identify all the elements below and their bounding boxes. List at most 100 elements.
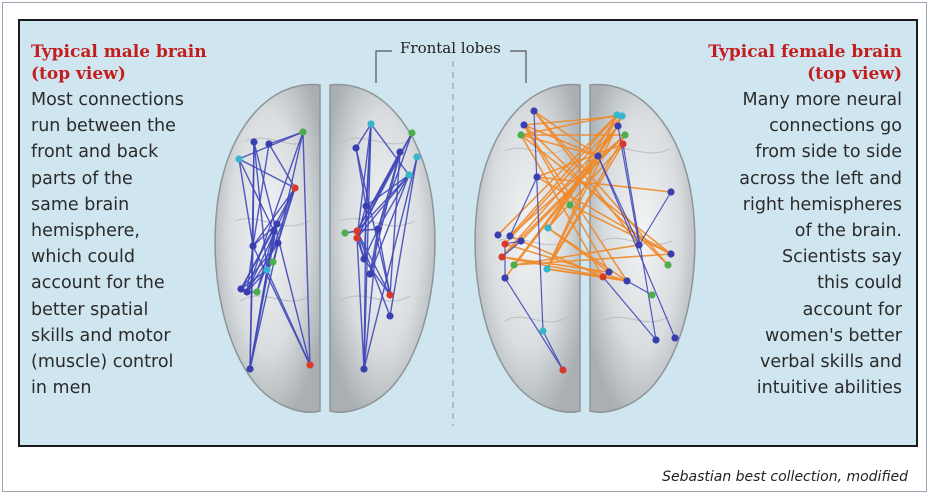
connection-node — [405, 171, 413, 179]
male-title-line1: Typical male brain — [31, 42, 207, 62]
female-line: right hemispheres — [742, 194, 902, 215]
connection-node — [299, 128, 307, 136]
intra-connection-line — [355, 123, 372, 149]
connection-node — [543, 265, 551, 273]
female-line: Many more neural — [742, 90, 902, 110]
inter-connection-line — [533, 110, 640, 246]
intra-connection-line — [249, 245, 254, 370]
frontal-lobes-label: Frontal lobes — [400, 39, 501, 57]
connection-node — [664, 261, 672, 269]
connection-node — [623, 277, 631, 285]
intra-connection-line — [369, 174, 410, 275]
intra-connection-line — [356, 237, 365, 260]
intra-connection-line — [626, 280, 653, 296]
male-description: Most connections run between the front a… — [31, 87, 231, 401]
male-line: skills and motor — [31, 325, 171, 346]
female-line: Scientists say — [781, 247, 902, 268]
connection-node — [613, 111, 621, 119]
connection-node — [539, 327, 547, 335]
intra-connection-line — [377, 174, 410, 230]
inter-connection-line — [509, 134, 626, 237]
inter-connection-line — [546, 115, 623, 270]
intra-connection-line — [542, 330, 564, 371]
connection-node — [648, 291, 656, 299]
intra-connection-line — [597, 155, 640, 246]
intra-connection-line — [238, 158, 254, 247]
connection-node — [621, 131, 629, 139]
intra-connection-line — [356, 230, 391, 296]
connection-node — [374, 225, 382, 233]
inter-connection-line — [547, 125, 619, 229]
connection-node — [263, 266, 271, 274]
male-line: (muscle) control — [31, 352, 174, 373]
connection-node — [235, 155, 243, 163]
intra-connection-line — [355, 147, 391, 296]
connection-node — [270, 227, 278, 235]
intra-connection-line — [268, 131, 304, 145]
male-line: account for the — [31, 273, 165, 294]
connection-node — [341, 229, 349, 237]
female-line: account for — [802, 299, 902, 320]
connection-node — [544, 224, 552, 232]
connection-node — [667, 188, 675, 196]
female-description: Many more neural connections go from sid… — [692, 87, 902, 401]
female-line: from side to side — [755, 142, 902, 163]
male-line: which could — [31, 247, 135, 268]
connection-node — [559, 366, 567, 374]
male-line: in men — [31, 378, 92, 399]
connection-node — [246, 365, 254, 373]
male-line: parts of the — [31, 168, 133, 189]
intra-connection-line — [252, 245, 311, 366]
connection-node — [619, 140, 627, 148]
connection-node — [501, 240, 509, 248]
connection-node — [599, 273, 607, 281]
connection-node — [352, 144, 360, 152]
image-credit: Sebastian best collection, modified — [662, 469, 908, 485]
female-line: across the left and — [739, 168, 902, 189]
connection-node — [265, 140, 273, 148]
intra-connection-line — [356, 237, 365, 370]
female-title-line2: (top view) — [807, 64, 902, 84]
intra-connection-line — [363, 123, 372, 370]
connection-node — [614, 122, 622, 130]
intra-connection-line — [249, 131, 304, 370]
connection-node — [533, 173, 541, 181]
connection-node — [366, 270, 374, 278]
intra-connection-line — [533, 110, 544, 332]
intra-connection-line — [240, 223, 278, 290]
connection-node — [671, 334, 679, 342]
connection-node — [413, 153, 421, 161]
connection-node — [530, 107, 538, 115]
inter-connection-line — [536, 176, 672, 193]
intra-connection-line — [240, 269, 268, 290]
inter-connection-line — [533, 110, 669, 266]
inter-connection-line — [546, 114, 618, 270]
connection-node — [253, 288, 261, 296]
male-title-line2: (top view) — [31, 64, 126, 84]
connection-node — [367, 120, 375, 128]
intra-connection-line — [256, 187, 296, 293]
connection-node — [635, 241, 643, 249]
female-title-line1: Typical female brain — [708, 42, 902, 62]
female-line: connections go — [769, 116, 902, 137]
intra-connection-line — [356, 174, 410, 239]
male-line: Most connections — [31, 90, 184, 110]
female-line: of the brain. — [794, 221, 902, 242]
connection-node — [353, 227, 361, 235]
female-brain-title: Typical female brain (top view) — [708, 41, 902, 85]
connection-node — [269, 258, 277, 266]
intra-connection-line — [246, 131, 304, 293]
inter-connection-line — [509, 235, 604, 278]
connection-node — [386, 291, 394, 299]
connection-node — [273, 220, 281, 228]
intra-connection-line — [377, 151, 401, 230]
connection-node — [408, 129, 416, 137]
intra-connection-line — [509, 176, 538, 237]
intra-connection-line — [638, 191, 672, 246]
inter-connection-line — [533, 110, 599, 157]
inter-connection-line — [520, 134, 599, 157]
connection-node — [306, 361, 314, 369]
connection-nodes — [235, 107, 679, 374]
male-line: front and back — [31, 142, 159, 163]
